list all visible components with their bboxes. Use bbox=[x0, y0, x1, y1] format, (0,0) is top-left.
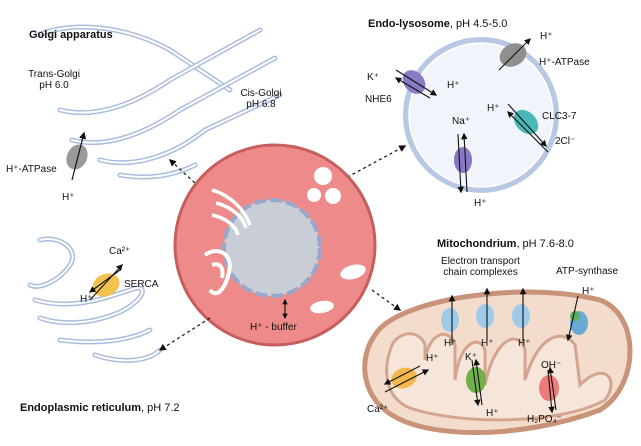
mito-ca-h: H⁺ bbox=[426, 353, 439, 364]
mito-pointer-arrow bbox=[371, 289, 402, 311]
golgi-pump-label: H⁺-ATPase bbox=[6, 164, 57, 175]
etc-h-1: H⁺ bbox=[444, 338, 457, 349]
nhe6-transporter bbox=[394, 69, 438, 99]
clc-cl-label: 2Cl⁻ bbox=[555, 136, 576, 147]
nhe6-label: NHE6 bbox=[365, 94, 392, 105]
mito-pi-label: H₂PO₄⁻ bbox=[527, 414, 562, 425]
golgi-title: Golgi apparatus bbox=[29, 29, 113, 41]
golgi-proton-label: H⁺ bbox=[62, 192, 75, 203]
etc-h-2: H⁺ bbox=[481, 338, 494, 349]
clc-label: CLC3-7 bbox=[542, 111, 577, 122]
mito-title: Mitochondrium, pH 7.6-8.0 bbox=[437, 238, 574, 250]
etc-complexes bbox=[441, 287, 530, 345]
cell-lysosomes bbox=[307, 167, 341, 204]
er-title: Endoplasmic reticulum, pH 7.2 bbox=[20, 402, 180, 414]
endolysosome-membrane bbox=[403, 37, 559, 193]
na-h-label: H⁺ bbox=[474, 198, 487, 209]
cell-golgi-mini bbox=[211, 188, 252, 236]
atp-synthase bbox=[565, 295, 588, 342]
serca-ca-label: Ca²⁺ bbox=[109, 246, 131, 257]
endo-h-atpase-pump bbox=[498, 38, 531, 71]
atp-synthase-h: H⁺ bbox=[582, 286, 595, 297]
mito-k-label: K⁺ bbox=[465, 352, 477, 363]
clc-transporter bbox=[507, 103, 549, 153]
etc-h-3: H⁺ bbox=[518, 338, 531, 349]
endo-atpase-label: H⁺-ATPase bbox=[539, 57, 590, 68]
golgi-h-atpase-pump bbox=[66, 131, 88, 181]
er-pointer-arrow bbox=[158, 317, 211, 351]
na-label: Na⁺ bbox=[452, 116, 471, 127]
mito-phosphate-carrier bbox=[539, 366, 559, 414]
endolysosome-title: Endo-lysosome, pH 4.5-5.0 bbox=[368, 18, 508, 30]
na-h-exchanger bbox=[454, 132, 472, 194]
nhe6-k-label: K⁺ bbox=[367, 72, 379, 83]
mito-ca-label: Ca²⁺ bbox=[367, 404, 389, 415]
mito-k-h: H⁺ bbox=[486, 408, 499, 419]
atp-synthase-label: ATP-synthase bbox=[556, 266, 619, 277]
cell-er-mini bbox=[203, 249, 233, 296]
er-network bbox=[27, 236, 163, 363]
mito-oh-label: OH⁻ bbox=[541, 360, 562, 371]
serca-h-label: H⁺ bbox=[80, 294, 93, 305]
nhe6-h-label: H⁺ bbox=[447, 80, 460, 91]
cell-mitochondria-mini bbox=[310, 264, 366, 314]
clc-h-label: H⁺ bbox=[487, 103, 500, 114]
buffer-label: H⁺ - buffer bbox=[250, 322, 297, 333]
mito-ca-uniporter bbox=[383, 365, 430, 393]
golgi-stack bbox=[37, 24, 283, 180]
mito-k-h-exchanger bbox=[466, 358, 486, 407]
serca-label: SERCA bbox=[124, 279, 159, 290]
endolysosome-pointer-arrow bbox=[341, 145, 407, 181]
serca-pump bbox=[88, 264, 123, 301]
endo-atpase-ion: H⁺ bbox=[540, 31, 553, 42]
